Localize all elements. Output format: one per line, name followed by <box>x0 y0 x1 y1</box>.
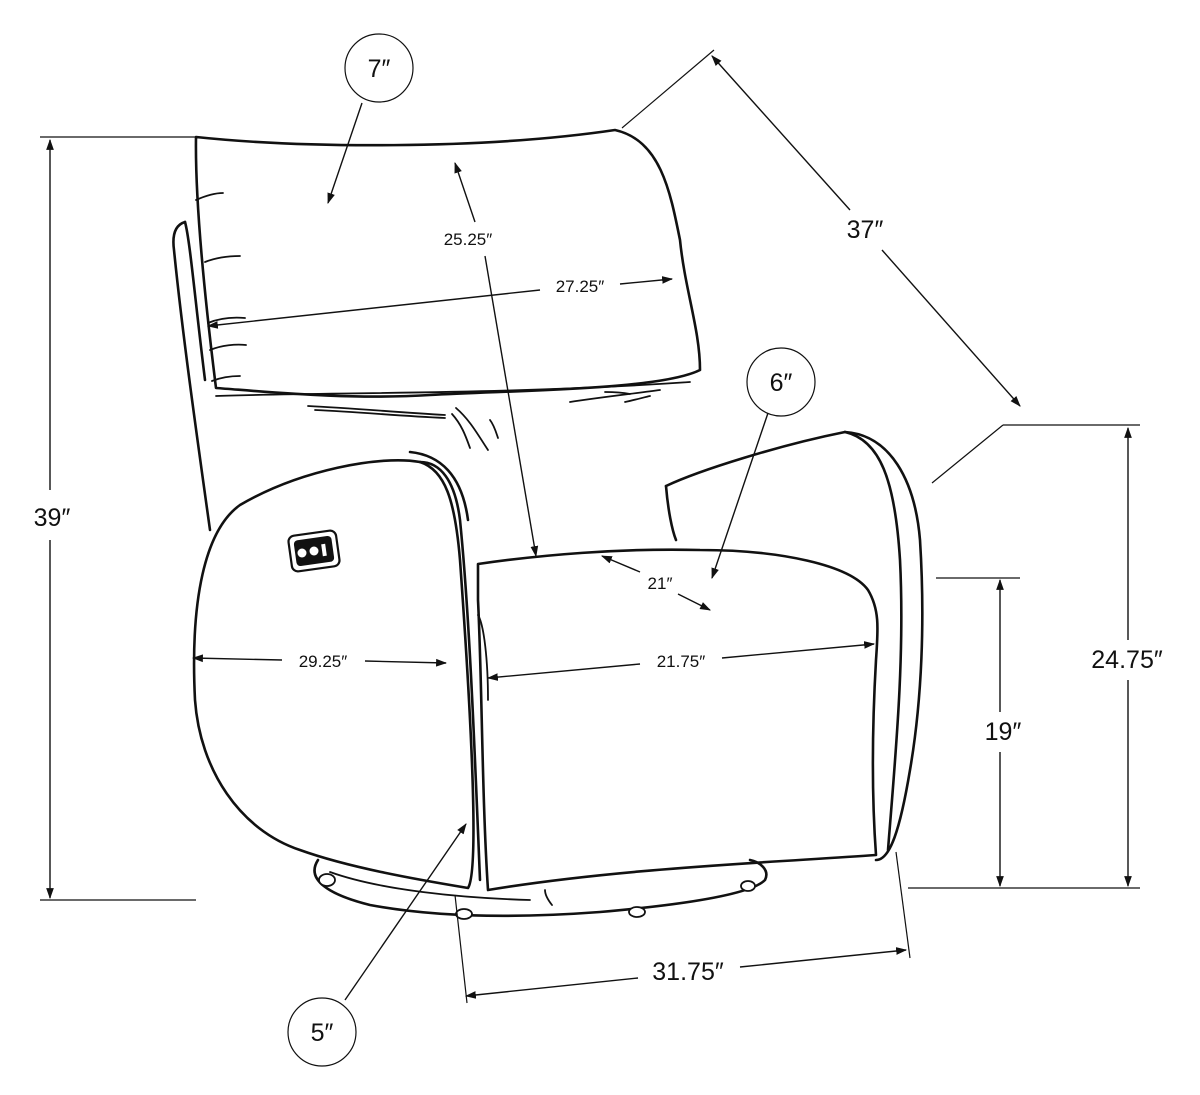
dim-back-width <box>206 289 541 329</box>
callout-bottom-leader <box>344 823 467 1001</box>
dim-seat-width <box>486 663 641 681</box>
callout-top: 7″ <box>344 33 414 103</box>
callout-top-label: 7″ <box>368 55 391 83</box>
callout-arm-leader <box>711 412 769 580</box>
seat-cushion <box>476 548 879 892</box>
swivel-base <box>313 858 768 918</box>
power-control-panel <box>287 529 341 573</box>
label-seat-width: 21.75″ <box>657 652 706 671</box>
callout-arm-label: 6″ <box>770 369 793 397</box>
label-overall-height: 39″ <box>34 504 71 532</box>
left-arm <box>192 459 475 890</box>
dim-seat-depth <box>600 555 641 573</box>
back-rail-left <box>172 220 212 532</box>
label-seat-height: 19″ <box>985 718 1022 746</box>
callout-arm: 6″ <box>746 347 816 417</box>
callout-bottom-label: 5″ <box>311 1019 334 1047</box>
dim-diagonal-depth <box>711 55 851 211</box>
label-seat-depth: 21″ <box>648 574 673 593</box>
label-arm-height: 24.75″ <box>1091 646 1163 674</box>
label-overall-width: 31.75″ <box>652 958 724 986</box>
back-cushion <box>194 128 702 398</box>
label-back-width: 27.25″ <box>556 277 605 296</box>
callout-bottom: 5″ <box>287 997 357 1067</box>
label-back-height: 25.25″ <box>444 230 493 249</box>
label-arm-depth: 29.25″ <box>299 652 348 671</box>
recliner-outline <box>172 128 924 920</box>
extension-lines <box>40 49 1140 1004</box>
dimension-lines <box>46 55 1132 1001</box>
right-arm <box>664 430 924 862</box>
label-diagonal-depth: 37″ <box>847 216 884 244</box>
dim-arm-depth <box>191 654 283 663</box>
callout-top-leader <box>327 102 363 205</box>
dimension-labels: 39″ 25.25″ 27.25″ 37″ 24.75″ 19″ 21″ 21.… <box>34 216 1163 986</box>
dim-overall-width <box>464 977 639 999</box>
dim-back-height <box>454 161 476 223</box>
